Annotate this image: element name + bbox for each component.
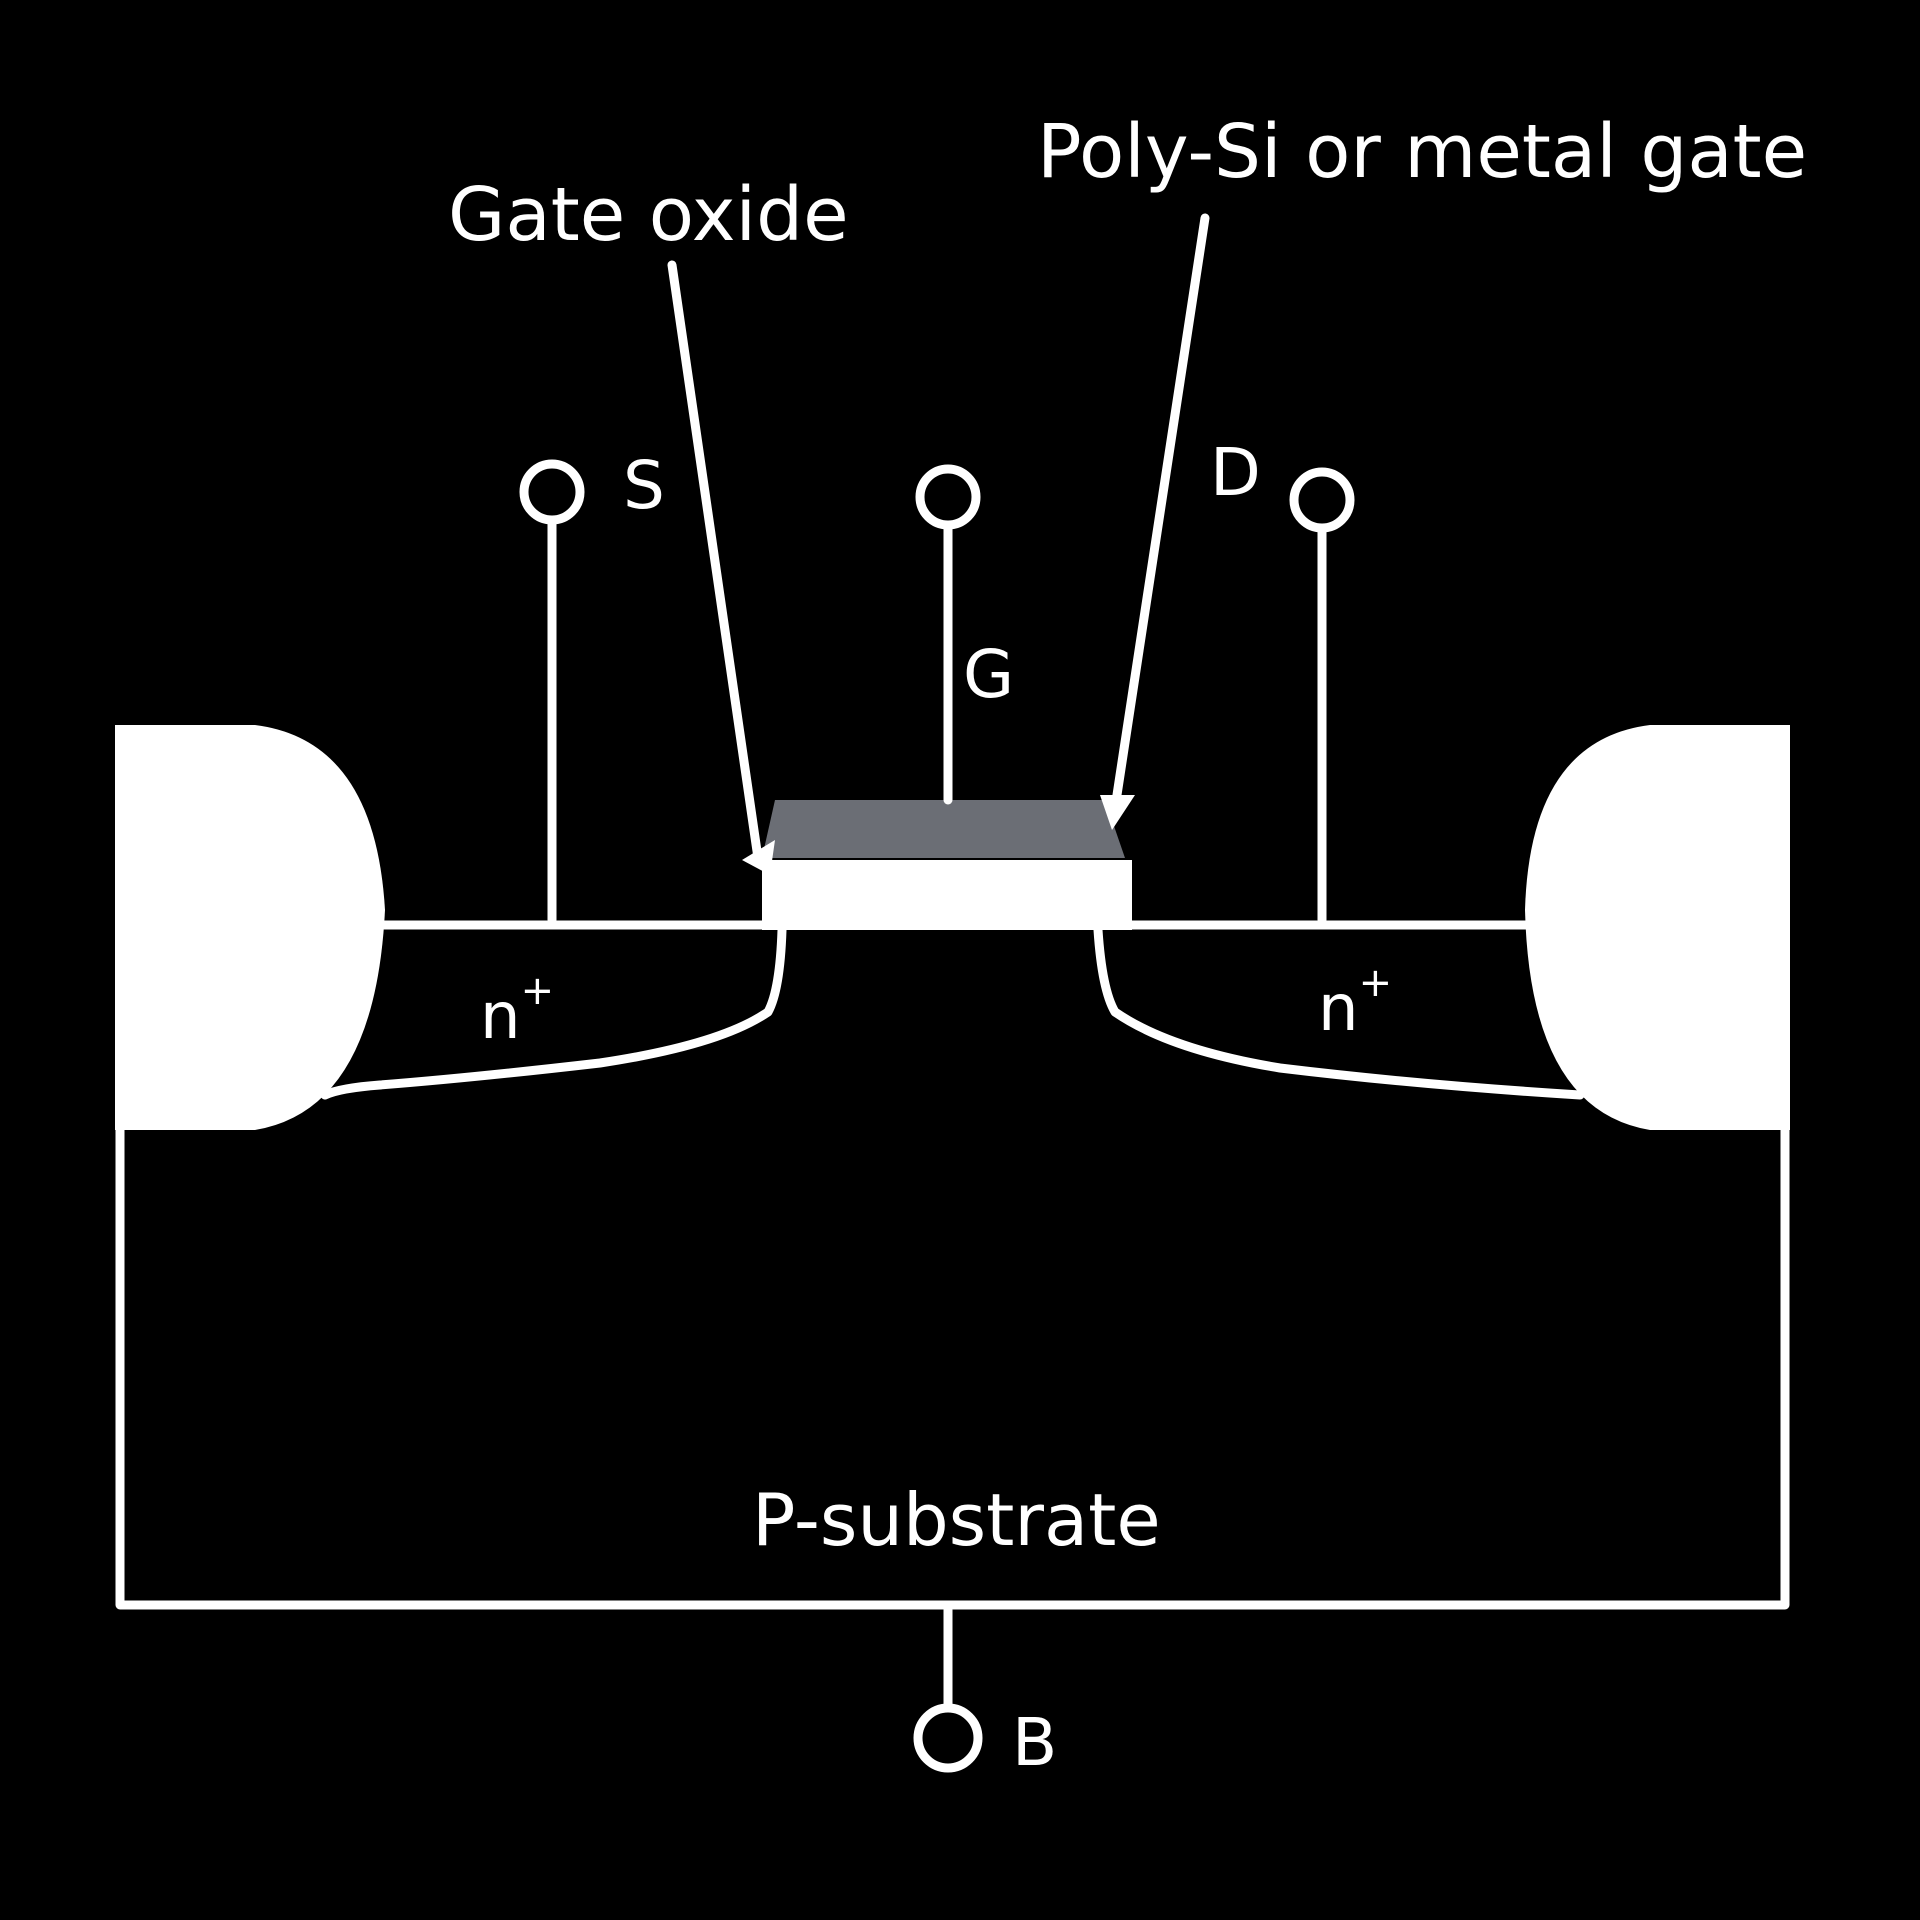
drain-terminal <box>1289 467 1355 533</box>
gate-material-pointer-line <box>1110 213 1210 813</box>
drain-region-sup: + <box>1359 960 1393 1006</box>
left-isolation-oxide <box>115 725 385 1130</box>
substrate-outline <box>115 1120 1790 1610</box>
right-isolation-oxide <box>1525 725 1790 1130</box>
body-terminal <box>913 1703 983 1773</box>
gate-oxide-pointer-line <box>667 260 763 863</box>
drain-region-label: n+ <box>1318 960 1392 1046</box>
source-region-sup: + <box>521 968 555 1014</box>
gate-oxide <box>762 860 1132 930</box>
source-region-n: n <box>480 980 521 1054</box>
gate-terminal <box>915 464 981 530</box>
gate-oxide-label: Gate oxide <box>448 172 849 258</box>
drain-diffusion-boundary <box>1093 925 1585 1100</box>
gate-material-pointer-arrowhead <box>1100 795 1135 830</box>
gate-electrode <box>762 800 1125 858</box>
drain-label: D <box>1210 434 1261 511</box>
substrate-label: P-substrate <box>752 1478 1161 1562</box>
body-label: B <box>1012 1704 1057 1781</box>
source-diffusion-boundary <box>320 925 787 1100</box>
source-terminal <box>519 459 585 525</box>
source-label: S <box>623 447 665 524</box>
drain-region-n: n <box>1318 972 1359 1046</box>
gate-material-label: Poly-Si or metal gate <box>1037 109 1807 195</box>
gate-oxide-pointer-arrowhead <box>742 840 775 875</box>
gate-label: G <box>963 636 1014 713</box>
source-region-label: n+ <box>480 968 554 1054</box>
